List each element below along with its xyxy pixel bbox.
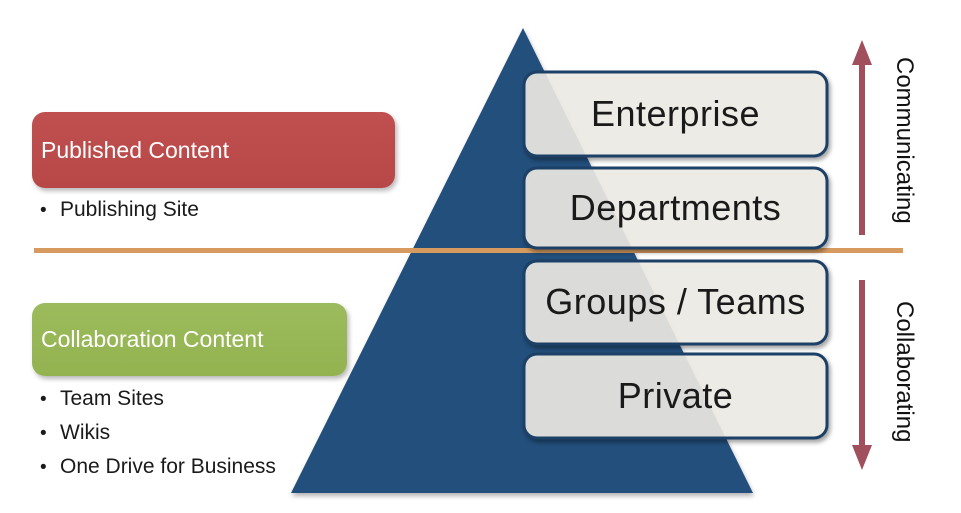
list-item-publishing-site: • Publishing Site [40, 197, 199, 224]
bullet-icon: • [40, 389, 47, 410]
up-arrow-icon [852, 40, 872, 235]
level-box-groups-teams [522, 259, 829, 346]
list-item-label: Wikis [60, 421, 111, 444]
list-item-one-drive: • One Drive for Business [40, 454, 276, 481]
level-label-departments: Departments [569, 187, 782, 228]
level-label-groups-teams: Groups / Teams [545, 281, 806, 322]
level-label-private: Private [617, 375, 734, 416]
collaborating-axis-label: Collaborating [891, 301, 918, 443]
published-content-header: Published Content [32, 112, 395, 188]
collaboration-content-title: Collaboration Content [41, 326, 264, 352]
list-item-team-sites: • Team Sites [40, 386, 164, 413]
level-label-enterprise: Enterprise [590, 93, 761, 134]
level-box-enterprise [522, 70, 829, 158]
divider-line [34, 248, 903, 253]
communicating-axis-label: Communicating [891, 56, 918, 224]
down-arrow-icon [852, 280, 872, 470]
published-content-title: Published Content [41, 136, 229, 163]
list-item-label: One Drive for Business [60, 455, 276, 478]
list-item-wikis: • Wikis [40, 420, 110, 447]
bullet-icon: • [40, 457, 47, 478]
level-box-departments [522, 166, 829, 250]
level-box-private [522, 352, 829, 440]
collaboration-content-header: Collaboration Content [32, 303, 347, 376]
bullet-icon: • [40, 423, 47, 444]
list-item-label: Team Sites [60, 387, 164, 410]
bullet-icon: • [40, 200, 47, 221]
list-item-label: Publishing Site [60, 198, 199, 221]
